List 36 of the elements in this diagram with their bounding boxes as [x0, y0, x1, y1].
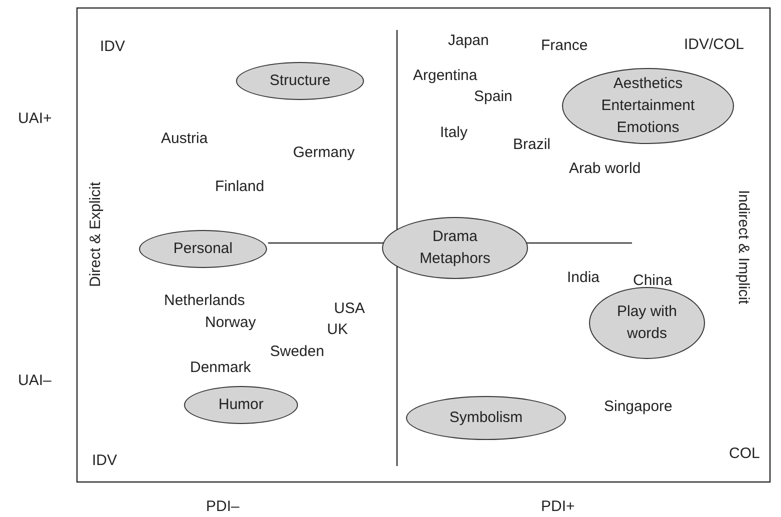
axis-label: PDI– [206, 498, 240, 516]
axis-label: Indirect & Implicit [734, 190, 752, 304]
topic-label: Symbolism [449, 408, 523, 428]
country-label: Japan [448, 32, 489, 50]
quadrant-label: IDV/COL [684, 36, 744, 54]
country-label: UK [327, 321, 348, 339]
country-label: Arab world [569, 160, 641, 178]
country-label: USA [334, 300, 365, 318]
country-label: Argentina [413, 67, 478, 85]
country-label: Netherlands [164, 292, 245, 310]
axis-label: Direct & Explicit [87, 182, 105, 288]
country-label: India [567, 269, 600, 287]
topic-label: Personal [173, 239, 233, 259]
topic-label: Play with words [616, 302, 678, 344]
country-label: Denmark [190, 359, 251, 377]
quadrant-label: COL [729, 445, 760, 463]
country-label: Italy [440, 124, 468, 142]
topic-label: Structure [270, 71, 330, 91]
topic-label: Drama Metaphors [418, 227, 492, 269]
country-label: Finland [215, 178, 264, 196]
country-label: Spain [474, 88, 512, 106]
country-label: Singapore [604, 398, 672, 416]
quadrant-label: IDV [92, 452, 118, 470]
topic-label: Humor [218, 395, 264, 415]
country-label: China [633, 272, 672, 290]
topic-label: Aesthetics Entertainment Emotions [600, 74, 696, 138]
axis-label: PDI+ [541, 498, 575, 516]
country-label: France [541, 37, 588, 55]
axis-label: UAI+ [18, 110, 52, 128]
country-label: Sweden [270, 343, 324, 361]
country-label: Austria [161, 130, 208, 148]
axis-label: UAI– [18, 372, 52, 390]
country-label: Germany [293, 144, 355, 162]
country-label: Norway [205, 314, 256, 332]
quadrant-label: IDV [100, 38, 126, 56]
country-label: Brazil [513, 136, 551, 154]
